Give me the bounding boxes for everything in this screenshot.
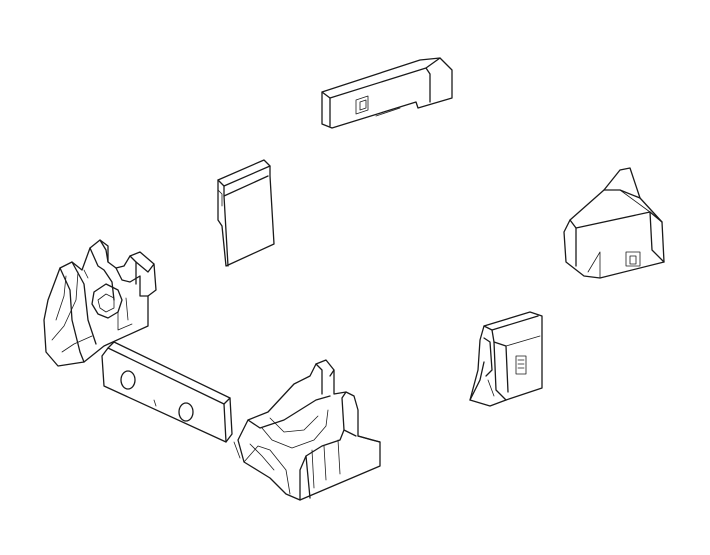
left-cradle-part [43, 239, 157, 367]
bottom-cradle-part [233, 359, 381, 501]
holed-bar-part [101, 341, 233, 443]
notched-block-part [469, 311, 543, 407]
upright-plate-part [217, 159, 275, 267]
top-block-part [321, 57, 453, 129]
right-wedge-part [563, 167, 665, 279]
